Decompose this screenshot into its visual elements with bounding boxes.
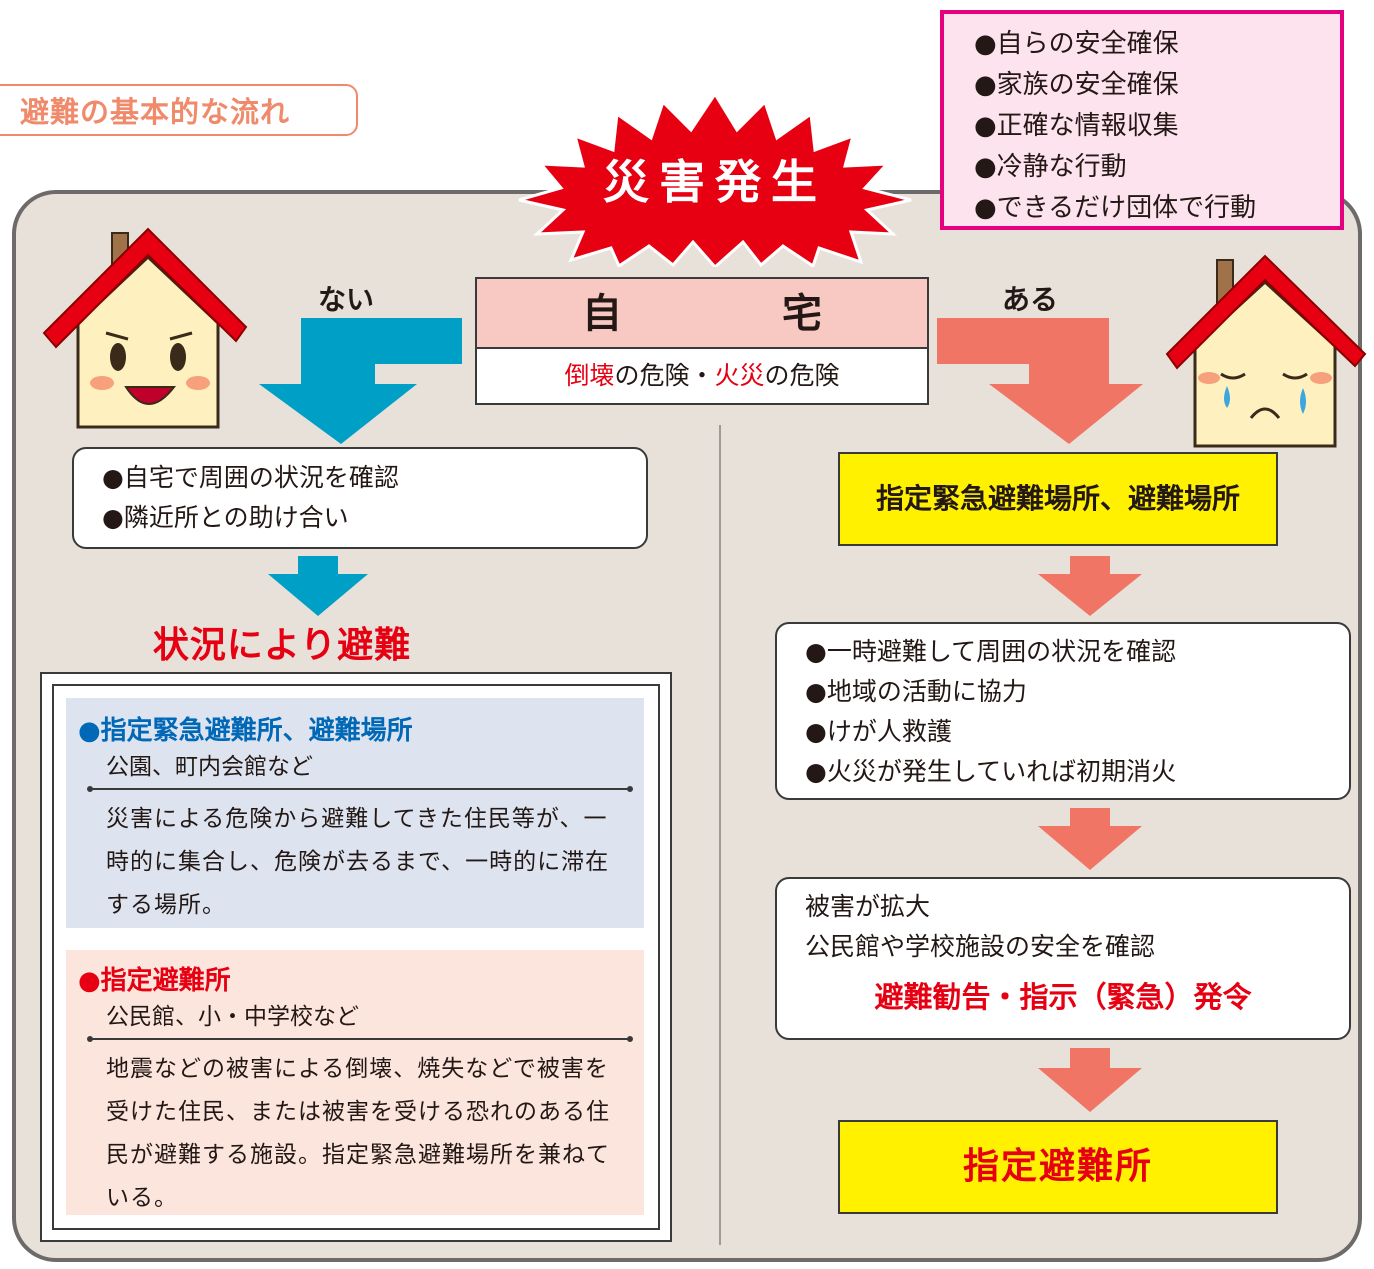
checklist-item: ●正確な情報収集 xyxy=(974,111,1179,141)
action-item: ●けが人救護 xyxy=(805,717,952,746)
checklist-item: ●自らの安全確保 xyxy=(974,29,1179,59)
damage-expansion-box: 被害が拡大 公民館や学校施設の安全を確認 避難勧告・指示（緊急）発令 xyxy=(775,877,1351,1040)
expansion-line: 被害が拡大 xyxy=(805,892,931,921)
home-check-item: ●隣近所との助け合い xyxy=(102,503,349,532)
home-check-item: ●自宅で周囲の状況を確認 xyxy=(102,463,399,492)
action-item: ●一時避難して周囲の状況を確認 xyxy=(805,637,1177,666)
disaster-label: 災害発生 xyxy=(603,155,827,209)
arrow-down-right-2 xyxy=(1038,808,1142,870)
branch-label-yes: ある xyxy=(1002,283,1059,316)
arrow-yes-branch xyxy=(937,318,1143,444)
emergency-site-examples: 公園、町内会館など xyxy=(106,754,313,780)
arrow-no-branch xyxy=(259,318,462,444)
section-divider xyxy=(87,786,633,792)
home-check-box: ●自宅で周囲の状況を確認 ●隣近所との助け合い xyxy=(72,447,648,549)
danger-end-text: の危険 xyxy=(764,361,840,390)
checklist-item: ●家族の安全確保 xyxy=(974,70,1179,100)
shelter-section: ●指定避難所 公民館、小・中学校など 地震などの被害による倒壊、焼失などで被害を… xyxy=(66,950,644,1215)
sad-house-icon xyxy=(1165,254,1367,448)
checklist-item: ●冷静な行動 xyxy=(974,152,1127,182)
shelter-examples: 公民館、小・中学校など xyxy=(106,1004,359,1030)
first-destination-box: 指定緊急避難場所、避難場所 xyxy=(838,452,1278,546)
arrow-down-right-1 xyxy=(1038,556,1142,616)
final-shelter-box: 指定避難所 xyxy=(838,1120,1278,1214)
shelter-heading: ●指定避難所 xyxy=(78,966,231,996)
fire-risk-label: 火災 xyxy=(714,361,765,390)
action-item: ●火災が発生していれば初期消火 xyxy=(805,757,1177,786)
actions-box: ●一時避難して周囲の状況を確認 ●地域の活動に協力 ●けが人救護 ●火災が発生し… xyxy=(775,622,1351,800)
arrow-down-right-3 xyxy=(1038,1048,1142,1112)
center-divider xyxy=(719,425,721,1245)
diagram-title: 避難の基本的な流れ xyxy=(0,84,358,136)
branch-label-no: ない xyxy=(318,283,375,316)
emergency-site-section: ●指定緊急避難所、避難場所 公園、町内会館など 災害による危険から避難してきた住… xyxy=(66,698,644,928)
danger-mid-text: の危険・ xyxy=(614,361,715,390)
safety-checklist: ●自らの安全確保 ●家族の安全確保 ●正確な情報収集 ●冷静な行動 ●できるだけ… xyxy=(940,10,1344,230)
home-box: 自 宅 倒壊の危険・火災の危険 xyxy=(475,277,929,405)
checklist-item: ●できるだけ団体で行動 xyxy=(974,193,1257,223)
evacuation-order: 避難勧告・指示（緊急）発令 xyxy=(874,980,1252,1014)
emergency-site-description: 災害による危険から避難してきた住民等が、一時的に集合し、危険が去るまで、一時的に… xyxy=(106,806,610,918)
shelter-description: 地震などの被害による倒壊、焼失などで被害を受けた住民、または被害を受ける恐れのあ… xyxy=(106,1056,610,1211)
explosion-burst-icon xyxy=(518,92,912,267)
home-dangers: 倒壊の危険・火災の危険 xyxy=(477,349,927,403)
collapse-risk-label: 倒壊 xyxy=(564,361,615,390)
evacuate-if-needed: 状況により避難 xyxy=(152,625,412,666)
section-divider xyxy=(87,1036,633,1042)
action-item: ●地域の活動に協力 xyxy=(805,677,1027,706)
shelter-info-inner xyxy=(52,684,660,1230)
happy-house-icon xyxy=(42,227,248,429)
arrow-down-left xyxy=(268,556,368,616)
expansion-line: 公民館や学校施設の安全を確認 xyxy=(805,932,1156,961)
home-label: 自 宅 xyxy=(477,279,927,349)
emergency-site-heading: ●指定緊急避難所、避難場所 xyxy=(78,716,413,746)
